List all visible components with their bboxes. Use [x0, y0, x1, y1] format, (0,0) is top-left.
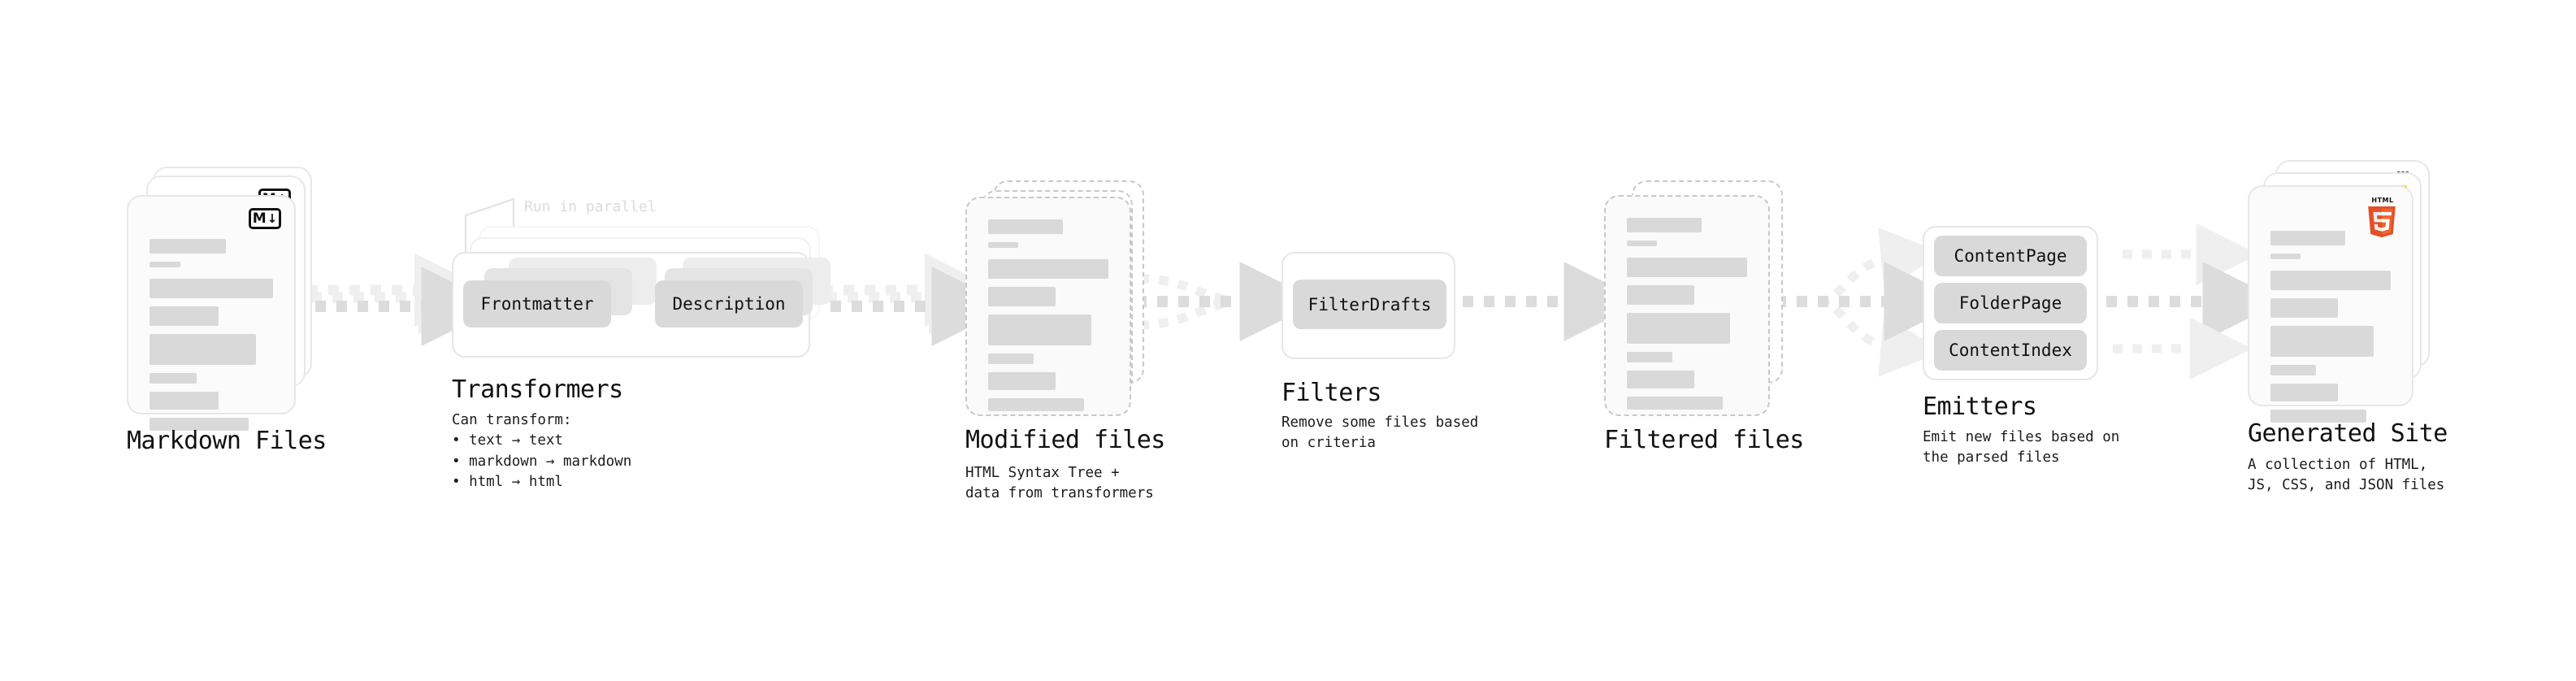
connector-emitters-to-site — [2106, 223, 2283, 380]
stage-title-transformers: Transformers — [452, 375, 623, 404]
connector-transformers-to-modified — [822, 253, 1012, 346]
stage-title-filtered-files: Filtered files — [1604, 426, 1804, 454]
markdown-icon: M↓ — [249, 208, 281, 229]
transformer-node-frontmatter[interactable]: Frontmatter — [463, 280, 611, 327]
stage-caption-emitters: Emit new files based on the parsed files — [1923, 429, 2120, 466]
emitter-node-label: ContentPage — [1954, 246, 2067, 266]
stage-title-modified-files: Modified files — [965, 426, 1165, 454]
transformer-node-label: Frontmatter — [480, 294, 594, 314]
document-skeleton — [2270, 231, 2391, 431]
html5-icon-label: HTML — [2371, 197, 2394, 204]
document-skeleton — [150, 239, 273, 439]
stage-caption-filters: Remove some files based on criteria — [1281, 414, 1479, 452]
emitter-node-label: FolderPage — [1958, 293, 2062, 313]
stage-caption-generated-site: A collection of HTML, JS, CSS, and JSON … — [2248, 457, 2445, 494]
stage-title-emitters: Emitters — [1923, 393, 2037, 421]
stage-caption-modified-files: HTML Syntax Tree + data from transformer… — [965, 465, 1154, 502]
stage-title-filters: Filters — [1281, 379, 1381, 407]
connector-modified-to-filters — [1136, 262, 1320, 341]
connector-filtered-to-emitters — [1776, 228, 1964, 377]
run-in-parallel-label: Run in parallel — [524, 198, 657, 215]
document-skeleton — [1627, 218, 1747, 418]
stage-title-generated-site: Generated Site — [2248, 419, 2448, 448]
stage-caption-transformers: Can transform: • text → text • markdown … — [452, 412, 632, 491]
emitter-node-label: ContentIndex — [1949, 340, 2072, 360]
filter-node-filterdrafts[interactable]: FilterDrafts — [1293, 280, 1446, 329]
emitter-node-contentindex[interactable]: ContentIndex — [1934, 330, 2087, 371]
site-file-card-html[interactable]: HTML — [2248, 185, 2413, 423]
emitter-node-contentpage[interactable]: ContentPage — [1934, 236, 2087, 276]
filtered-file-card-front[interactable] — [1604, 195, 1770, 416]
markdown-file-card-front[interactable]: M↓ — [127, 195, 296, 431]
stage-title-markdown-files: Markdown Files — [127, 427, 327, 455]
html5-icon: HTML — [2365, 197, 2400, 237]
emitter-node-folderpage[interactable]: FolderPage — [1934, 283, 2087, 323]
transformer-node-description[interactable]: Description — [655, 280, 803, 327]
transformer-node-label: Description — [672, 294, 786, 314]
filter-node-label: FilterDrafts — [1308, 294, 1432, 314]
connector-md-to-transformers — [307, 253, 501, 346]
modified-file-card-front[interactable] — [965, 197, 1131, 416]
document-skeleton — [988, 219, 1108, 419]
